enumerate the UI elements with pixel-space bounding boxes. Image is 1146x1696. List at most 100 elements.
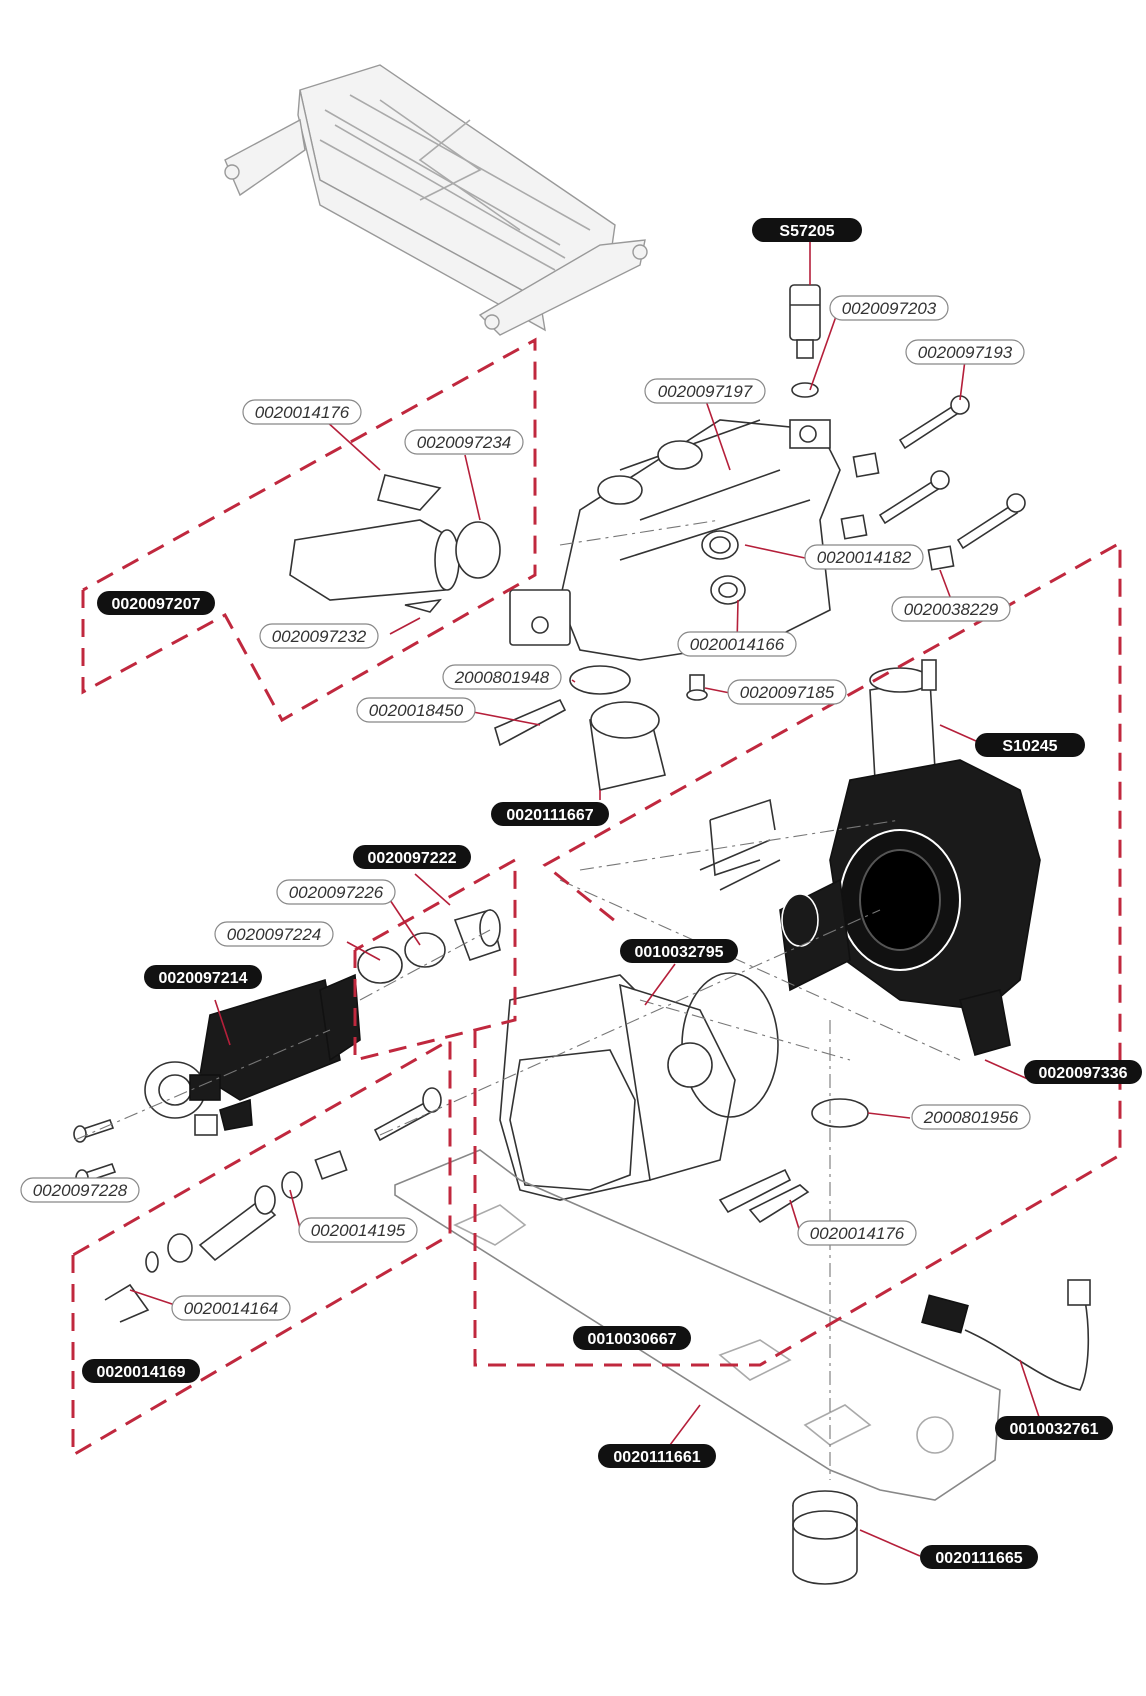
part-label-box <box>144 965 262 989</box>
pump-body-drawing <box>699 659 1041 1056</box>
part-label-text: 0010032795 <box>635 944 724 961</box>
sensor-drawing <box>789 284 821 398</box>
part-label-box <box>829 295 949 321</box>
part-label-0020097222: 0020097222 <box>353 845 471 869</box>
bottom-fitting-drawing <box>792 1490 858 1585</box>
part-label-box <box>620 939 738 963</box>
part-label-text: 0020097222 <box>368 850 457 867</box>
part-label-box <box>298 1217 418 1243</box>
part-label-text: 0020014164 <box>184 1299 279 1318</box>
part-label-text: 0020018450 <box>369 701 464 720</box>
part-labels: S57205 0020097203 0020097193 0020097197 0020… <box>20 218 1142 1569</box>
hydraulic-block-drawing <box>509 419 841 661</box>
seals-drawing <box>494 665 869 1128</box>
part-label-box <box>353 845 471 869</box>
part-label-text: 0010032761 <box>1010 1421 1099 1438</box>
part-label-text: 0020097203 <box>842 299 937 318</box>
part-label-text: 2000801948 <box>454 668 550 687</box>
part-label-box <box>677 631 797 657</box>
heat-exchanger-drawing <box>224 64 648 336</box>
part-label-text: 0020097234 <box>417 433 512 452</box>
part-label-box <box>356 697 476 723</box>
leader-lines <box>79 240 1041 1557</box>
part-label-text: 0020097207 <box>112 596 201 613</box>
part-label-box <box>975 733 1085 757</box>
part-label-0010032795: 0010032795 <box>620 939 738 963</box>
part-label-box <box>242 399 362 425</box>
part-label-0020097193: 0020097193 <box>905 339 1025 365</box>
part-label-box <box>171 1295 291 1321</box>
pump-motor-drawing <box>499 972 779 1201</box>
part-label-0020038229: 0020038229 <box>891 596 1011 622</box>
part-label-text: 0020014166 <box>690 635 785 654</box>
part-label-0020097203: 0020097203 <box>829 295 949 321</box>
part-label-0020014176b: 0020014176 <box>797 1220 917 1246</box>
part-label-0020097228: 0020097228 <box>20 1177 140 1203</box>
part-label-box <box>1024 1060 1142 1084</box>
part-label-box <box>97 591 215 615</box>
part-label-box <box>259 623 379 649</box>
part-label-0020097207: 0020097207 <box>97 591 215 615</box>
part-label-0020111665: 0020111665 <box>920 1545 1038 1569</box>
part-label-box <box>905 339 1025 365</box>
part-label-box <box>911 1104 1031 1130</box>
part-label-text: 0020111661 <box>613 1449 700 1466</box>
part-label-text: 0020097226 <box>289 883 384 902</box>
part-label-text: 0020038229 <box>904 600 999 619</box>
part-label-text: 0020014176 <box>255 403 350 422</box>
part-label-text: 0020097193 <box>918 343 1013 362</box>
center-axes <box>74 519 961 1480</box>
group-outlines <box>71 337 1122 1458</box>
part-label-0020097214: 0020097214 <box>144 965 262 989</box>
part-label-box <box>442 664 562 690</box>
part-label-0020097185: 0020097185 <box>727 679 847 705</box>
part-label-box <box>891 596 1011 622</box>
part-label-text: 0020111667 <box>506 807 593 824</box>
part-label-box <box>727 679 847 705</box>
part-label-0020014182: 0020014182 <box>804 544 924 570</box>
part-label-0020014164: 0020014164 <box>171 1295 291 1321</box>
clips-drawing <box>718 1168 810 1224</box>
part-label-S10245: S10245 <box>975 733 1085 757</box>
part-label-box <box>214 921 334 947</box>
screws-drawing <box>73 909 501 1323</box>
bolts-drawing <box>840 395 1026 571</box>
part-label-text: 0010030667 <box>588 1331 677 1348</box>
part-label-box <box>404 429 524 455</box>
part-label-text: 0020097197 <box>658 382 753 401</box>
part-label-0020097197: 0020097197 <box>644 378 766 404</box>
part-label-0020097336: 0020097336 <box>1024 1060 1142 1084</box>
part-label-text: 0020097232 <box>272 627 367 646</box>
part-label-S57205: S57205 <box>752 218 862 242</box>
part-label-box <box>573 1326 691 1350</box>
part-label-box <box>598 1444 716 1468</box>
cable-drawing <box>921 1279 1091 1391</box>
part-label-text: 2000801956 <box>923 1108 1019 1127</box>
part-label-text: 0020111665 <box>935 1550 1022 1567</box>
part-label-text: 0020097228 <box>33 1181 128 1200</box>
part-label-0020097234: 0020097234 <box>404 429 524 455</box>
part-label-text: 0020014182 <box>817 548 912 567</box>
part-label-text: S10245 <box>1002 738 1057 755</box>
part-label-0020014195: 0020014195 <box>298 1217 418 1243</box>
part-label-0020014166: 0020014166 <box>677 631 797 657</box>
valve-insert-drawing <box>289 474 501 613</box>
part-label-box <box>752 218 862 242</box>
part-label-box <box>20 1177 140 1203</box>
part-label-0010032761: 0010032761 <box>995 1416 1113 1440</box>
part-label-box <box>644 378 766 404</box>
part-label-0020097224: 0020097224 <box>214 921 334 947</box>
part-label-box <box>797 1220 917 1246</box>
diverter-motor-drawing <box>144 973 361 1136</box>
part-label-text: 0020097214 <box>159 970 248 987</box>
part-label-2000801956: 2000801956 <box>911 1104 1031 1130</box>
part-label-text: S57205 <box>779 223 834 240</box>
part-label-text: 0020097185 <box>740 683 835 702</box>
part-label-box <box>491 802 609 826</box>
part-label-text: 0020097224 <box>227 925 322 944</box>
part-label-0020097226: 0020097226 <box>276 879 396 905</box>
part-label-text: 0020097336 <box>1039 1065 1128 1082</box>
part-label-box <box>804 544 924 570</box>
part-label-box <box>920 1545 1038 1569</box>
